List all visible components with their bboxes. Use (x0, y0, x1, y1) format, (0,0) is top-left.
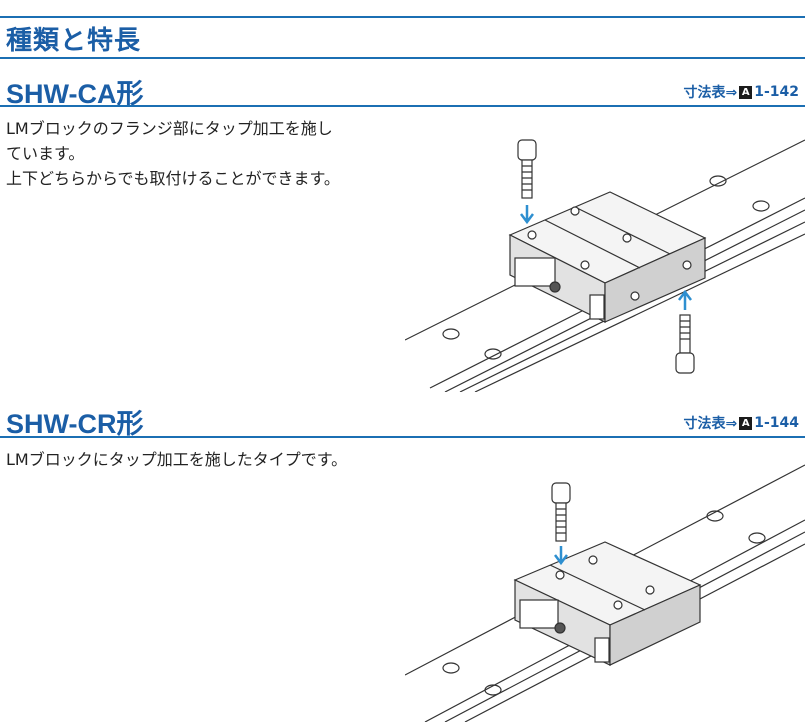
ref-page: 1-144 (754, 415, 799, 431)
rail-edge (474, 233, 805, 392)
bolt-bottom (675, 314, 695, 374)
ref-badge: A (739, 416, 753, 430)
desc-line: ています。 (6, 144, 85, 163)
rail-hole (748, 532, 766, 544)
section-title-ca: SHW-CA形 (6, 79, 144, 109)
arrow-down-icon (520, 205, 534, 225)
rail-hole (442, 328, 460, 340)
dimension-reference-cr[interactable]: 寸法表⇒ A 1-144 (683, 413, 799, 433)
rail-hole (706, 510, 724, 522)
shw-ca-illustration (405, 139, 805, 392)
bolt-top (517, 139, 537, 199)
page-title: 種類と特長 (6, 26, 142, 56)
ref-page: 1-142 (754, 84, 799, 100)
section-rule-cr (0, 436, 805, 438)
section-rule-ca (0, 105, 805, 107)
section-description-ca: LMブロックのフランジ部にタップ加工を施し ています。 上下どちらからでも取付け… (6, 116, 340, 191)
desc-line: LMブロックのフランジ部にタップ加工を施し (6, 119, 333, 138)
rail-hole (484, 684, 502, 696)
header-bottom-rule (0, 57, 805, 59)
desc-line: LMブロックにタップ加工を施したタイプです。 (6, 450, 348, 469)
header-top-rule (0, 16, 805, 18)
rail-hole (752, 200, 770, 212)
lm-block (508, 191, 707, 323)
ref-badge: A (739, 85, 753, 99)
bolt-top (551, 482, 571, 542)
ref-prefix: 寸法表⇒ (683, 416, 738, 432)
rail-hole (709, 175, 727, 187)
desc-line: 上下どちらからでも取付けることができます。 (6, 169, 340, 188)
ref-prefix: 寸法表⇒ (683, 85, 738, 101)
section-description-cr: LMブロックにタップ加工を施したタイプです。 (6, 447, 347, 472)
shw-cr-illustration (405, 464, 805, 722)
section-title-cr: SHW-CR形 (6, 409, 144, 439)
arrow-down-icon (554, 546, 568, 566)
rail-hole (442, 662, 460, 674)
lm-block (513, 541, 702, 666)
arrow-up-icon (678, 289, 692, 310)
dimension-reference-ca[interactable]: 寸法表⇒ A 1-142 (683, 82, 799, 102)
rail-hole (484, 348, 502, 360)
